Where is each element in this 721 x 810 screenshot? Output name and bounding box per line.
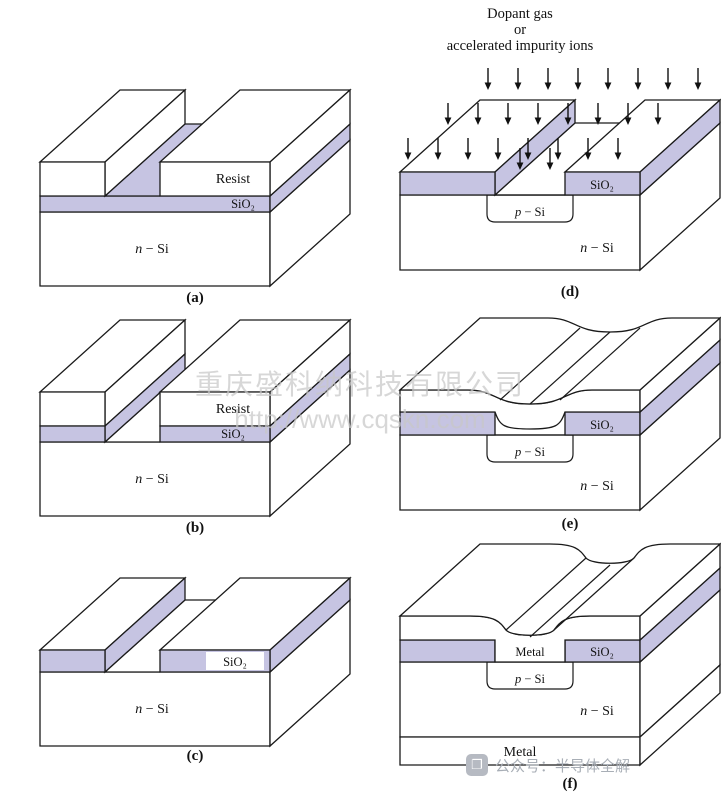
panel-f-caption: (f) [563, 776, 578, 792]
dip-contour-line [529, 331, 611, 405]
ion-arrow [693, 67, 703, 91]
substrate-label: n − Si [580, 704, 614, 719]
sio2-label: SiO₂ [223, 655, 247, 669]
ion-arrow [543, 67, 553, 91]
oxide-bar-right-front [564, 171, 641, 196]
substrate-label: n − Si [135, 472, 169, 487]
oxide-bar-left-front [39, 649, 106, 673]
resist-bar-right-front [159, 161, 271, 197]
sio2-label: SiO₂ [231, 197, 255, 211]
sio2-label: SiO₂ [590, 418, 614, 432]
sio2-label: SiO₂ [221, 427, 245, 441]
p-well-label: p − Si [514, 205, 546, 219]
dip-contour-line [505, 557, 587, 631]
panel-c: SiO₂ n − Si (c) [38, 576, 352, 764]
sio2-label-box [206, 652, 264, 670]
ion-arrow [403, 137, 413, 161]
oxide-strip-left-front [399, 411, 496, 436]
panel-a-caption: (a) [186, 290, 204, 306]
ion-arrow [443, 102, 453, 126]
bar-left-front-resist [39, 391, 106, 427]
panel-a: Resist SiO₂ n − Si (a) [38, 88, 352, 306]
ion-arrow [633, 67, 643, 91]
resist-label: Resist [216, 172, 250, 187]
resist-label: Resist [216, 402, 250, 417]
resist-bar-left-front [39, 161, 106, 197]
panel-d: Dopant gas or accelerated impurity ions [398, 6, 721, 300]
panel-e: SiO₂ p − Si n − Si (e) [398, 316, 721, 532]
p-well-label: p − Si [514, 445, 546, 459]
p-well-outline [486, 434, 574, 463]
dip-contour-line [499, 327, 581, 401]
back-metal-side [639, 663, 721, 767]
dip-contour-line [529, 564, 611, 638]
ion-arrow [573, 67, 583, 91]
panel-b: Resist SiO₂ n − Si (b) [38, 318, 352, 536]
p-well-label: p − Si [514, 672, 546, 686]
back-metal-label: Metal [504, 745, 537, 760]
p-well-outline [486, 194, 574, 223]
substrate-label: n − Si [135, 242, 169, 257]
contact-metal-label: Metal [515, 645, 545, 659]
substrate-label: n − Si [135, 702, 169, 717]
dopant-header-line3: accelerated impurity ions [447, 38, 594, 54]
ion-arrow [513, 67, 523, 91]
bar-left-front-oxide [39, 425, 106, 443]
panel-d-caption: (d) [561, 284, 579, 300]
ion-arrow [663, 67, 673, 91]
dip-contour-line [553, 557, 635, 631]
substrate-label: n − Si [580, 479, 614, 494]
panel-e-caption: (e) [562, 516, 579, 532]
dip-contour-line [559, 327, 641, 401]
dopant-header-line1: Dopant gas [487, 6, 553, 22]
dopant-header-line2: or [514, 22, 526, 38]
panel-b-caption: (b) [186, 520, 204, 536]
panel-c-caption: (c) [187, 748, 204, 764]
oxide-bar-left-front [399, 171, 496, 196]
ion-arrow [593, 102, 603, 126]
ion-arrow [603, 67, 613, 91]
sio2-label: SiO₂ [590, 178, 614, 192]
substrate-label: n − Si [580, 241, 614, 256]
bar-right-front-oxide [159, 425, 271, 443]
sio2-label: SiO₂ [590, 645, 614, 659]
p-well-outline [486, 661, 574, 690]
panel-f: Metal SiO₂ p − Si n − Si Metal (f) [398, 542, 721, 792]
ion-arrow [483, 67, 493, 91]
regrown-oxide-top [398, 317, 721, 405]
oxide-strip-left-front [399, 639, 496, 663]
